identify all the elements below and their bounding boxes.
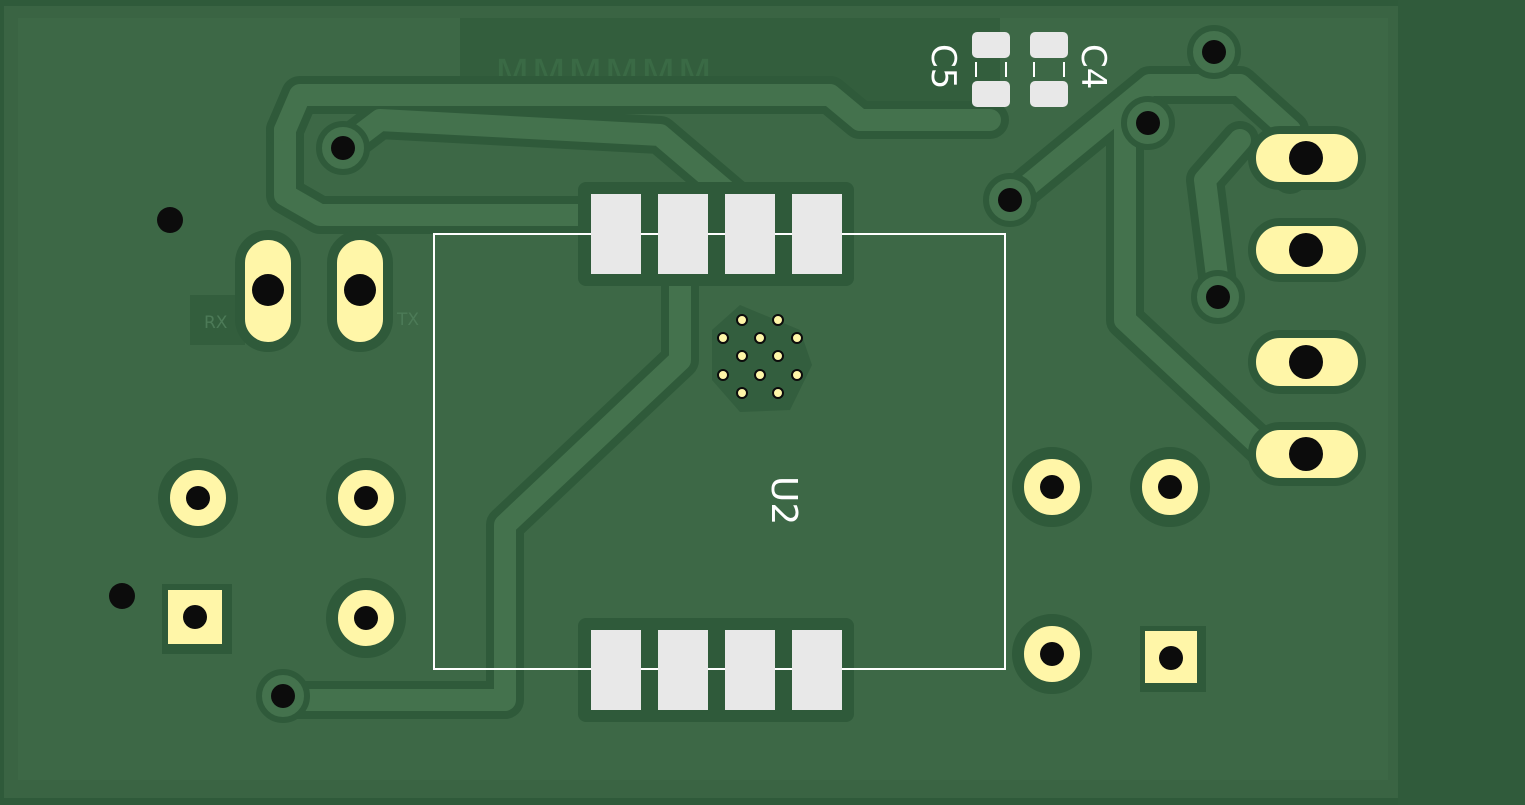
- tht-pad-left-1-hole: [186, 486, 210, 510]
- thermal-via: [791, 332, 803, 344]
- square-pad-left-hole: [183, 605, 207, 629]
- header-pad-1-hole: [1289, 141, 1323, 175]
- via-2-hole: [998, 188, 1022, 212]
- tx-pad-hole: [344, 274, 376, 306]
- u2-pad-top-4[interactable]: [792, 194, 842, 274]
- capacitor-c5: C5: [923, 32, 1010, 107]
- capacitor-c4: C4: [1030, 32, 1113, 107]
- u2-outline: [433, 233, 1006, 670]
- thermal-via: [772, 350, 784, 362]
- c4-pad-bottom[interactable]: [1030, 81, 1068, 107]
- thermal-via: [754, 369, 766, 381]
- thermal-via: [717, 369, 729, 381]
- square-pad-right-hole: [1159, 646, 1183, 670]
- u2-pad-bottom-3[interactable]: [725, 630, 775, 710]
- c5-pad-bottom[interactable]: [972, 81, 1010, 107]
- via-7: [157, 207, 183, 233]
- header-pad-4-hole: [1289, 437, 1323, 471]
- thermal-via: [736, 387, 748, 399]
- u2-pad-bottom-2[interactable]: [658, 630, 708, 710]
- via-1-hole: [331, 136, 355, 160]
- u2-pad-bottom-1[interactable]: [591, 630, 641, 710]
- traces-copper: [269, 74, 1301, 711]
- tht-pad-right-1-hole: [1040, 475, 1064, 499]
- via-4-hole: [1202, 40, 1226, 64]
- right-header: [1248, 126, 1366, 486]
- c5-pad-top[interactable]: [972, 32, 1010, 58]
- tht-pad-right-3-hole: [1040, 642, 1064, 666]
- thermal-via-array: [712, 305, 812, 412]
- thermal-relief-area: [712, 305, 812, 412]
- square-pads: [162, 584, 1206, 692]
- thermal-via: [772, 387, 784, 399]
- thermal-via: [772, 314, 784, 326]
- via-5-hole: [1206, 285, 1230, 309]
- board-right-strip: [1398, 0, 1525, 805]
- vias: [109, 25, 1245, 723]
- u2-pad-top-1[interactable]: [591, 194, 641, 274]
- thermal-via: [736, 350, 748, 362]
- round-pads: [158, 447, 1210, 694]
- u2-pad-bottom-4[interactable]: [792, 630, 842, 710]
- tht-pad-left-3-hole: [354, 606, 378, 630]
- rx-label: RX: [204, 313, 228, 333]
- c4-refdes: C4: [1073, 44, 1113, 89]
- rx-pad-hole: [252, 274, 284, 306]
- tx-label: TX: [396, 310, 419, 330]
- u2-pad-top-3[interactable]: [725, 194, 775, 274]
- c5-refdes: C5: [923, 44, 963, 89]
- u2-footprint: U2: [433, 182, 1006, 722]
- tht-pad-right-2-hole: [1158, 475, 1182, 499]
- thermal-via: [717, 332, 729, 344]
- via-3-hole: [1136, 111, 1160, 135]
- header-pad-3-hole: [1289, 345, 1323, 379]
- rxtx-header: [235, 230, 393, 352]
- via-6-hole: [271, 684, 295, 708]
- u2-pad-top-2[interactable]: [658, 194, 708, 274]
- thermal-via: [754, 332, 766, 344]
- thermal-via: [736, 314, 748, 326]
- header-pad-2-hole: [1289, 233, 1323, 267]
- thermal-via: [791, 369, 803, 381]
- tht-pad-left-2-hole: [354, 486, 378, 510]
- c4-pad-top[interactable]: [1030, 32, 1068, 58]
- u2-refdes: U2: [763, 476, 804, 525]
- via-8: [109, 583, 135, 609]
